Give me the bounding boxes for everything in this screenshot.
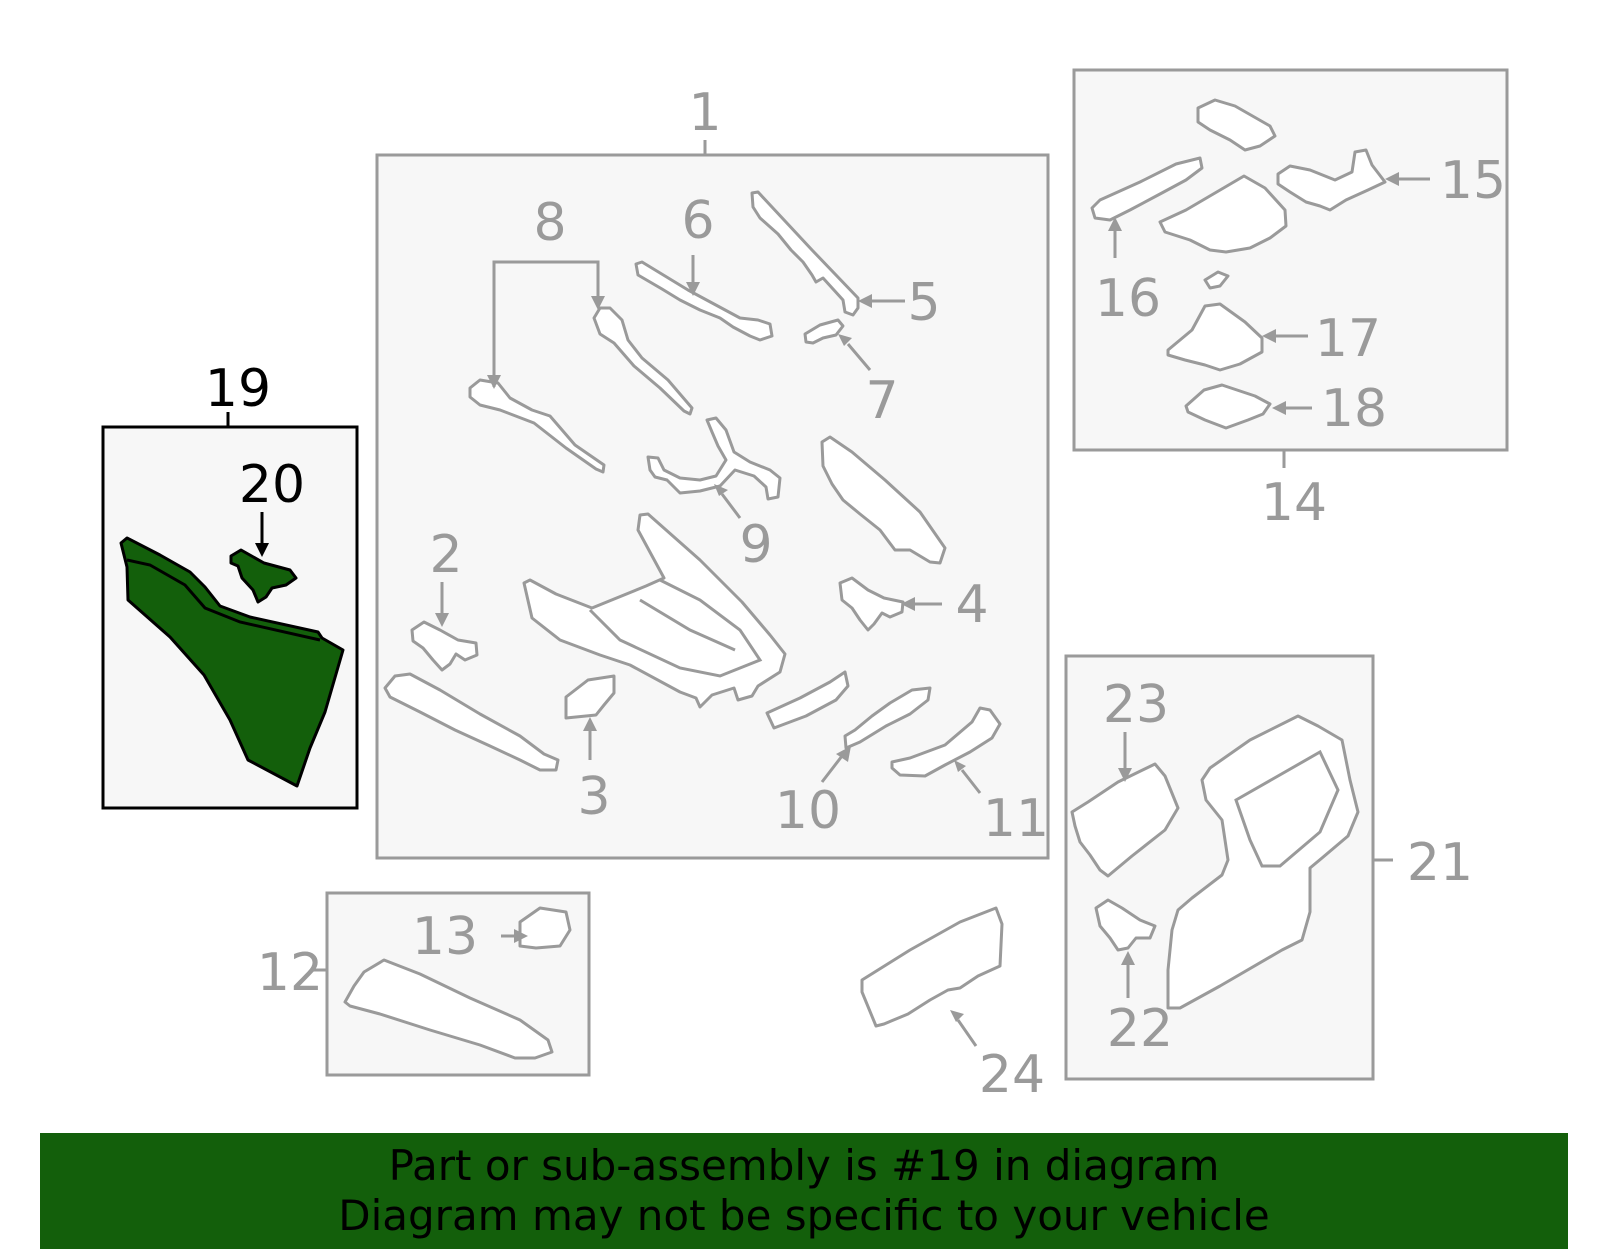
part-7-clip [803,318,845,345]
part-8-light-guide-left [468,378,606,474]
callout-14[interactable]: 14 [1261,473,1327,533]
part-16-bracket [1090,156,1204,222]
callout-15[interactable]: 15 [1440,151,1506,211]
part-15-bracket [1276,148,1387,212]
callout-1[interactable]: 1 [688,83,721,143]
part-19-console-side-panel[interactable] [119,536,345,788]
part-2-clip [410,620,479,672]
group-box-14 [1072,68,1509,452]
callout-11[interactable]: 11 [983,789,1049,849]
callout-6[interactable]: 6 [681,191,714,251]
part-14-knob [1203,270,1230,290]
callout-8[interactable]: 8 [533,193,566,253]
part-17-shift-boot [1166,302,1264,372]
part-5-trim-strip [750,190,860,317]
part-bracket-right [820,435,947,565]
part-13-clip [518,906,572,950]
callout-2[interactable]: 2 [429,525,462,585]
part-4-clip [838,576,905,632]
leader-lines [226,140,1430,1047]
part-3-clip [564,674,616,720]
callout-13[interactable]: 13 [412,907,478,967]
callout-12[interactable]: 12 [257,943,323,1003]
part-11-bracket [890,706,1002,778]
part-9-wiring-harness [646,416,782,501]
part-18-bezel [1184,383,1272,430]
info-banner: Part or sub-assembly is #19 in diagram D… [40,1133,1568,1249]
banner-line-2: Diagram may not be specific to your vehi… [338,1191,1270,1240]
callout-9[interactable]: 9 [739,515,772,575]
part-22-clip [1094,898,1157,952]
part-20-clip[interactable] [229,548,298,604]
callout-16[interactable]: 16 [1095,269,1161,329]
callout-17[interactable]: 17 [1315,309,1381,369]
part-6-trim-strip [634,260,774,342]
banner-line-1: Part or sub-assembly is #19 in diagram [388,1141,1220,1190]
callout-19[interactable]: 19 [205,359,271,419]
callout-21[interactable]: 21 [1407,833,1473,893]
callout-23[interactable]: 23 [1103,675,1169,735]
callout-22[interactable]: 22 [1107,999,1173,1059]
part-8-light-guide-right [592,306,694,416]
callout-7[interactable]: 7 [865,371,898,431]
callout-4[interactable]: 4 [955,575,988,635]
part-trim-bottom-left [383,672,560,772]
part-14-tray [1158,174,1288,254]
callout-3[interactable]: 3 [577,767,610,827]
part-24-panel [860,906,1004,1028]
part-14-top-cover [1196,98,1277,152]
callout-20[interactable]: 20 [239,455,305,515]
part-console-base [522,512,787,709]
callout-labels: 1 2 3 4 5 6 7 8 9 10 11 12 13 14 15 16 1… [205,83,1506,1105]
callout-10[interactable]: 10 [775,781,841,841]
part-12-console-trim [343,958,554,1060]
callout-18[interactable]: 18 [1321,379,1387,439]
part-trim-curved [765,670,850,730]
callout-24[interactable]: 24 [979,1045,1045,1105]
callout-5[interactable]: 5 [907,273,940,333]
part-21-rear-panel [1166,714,1360,1010]
part-10-bracket [843,686,932,750]
